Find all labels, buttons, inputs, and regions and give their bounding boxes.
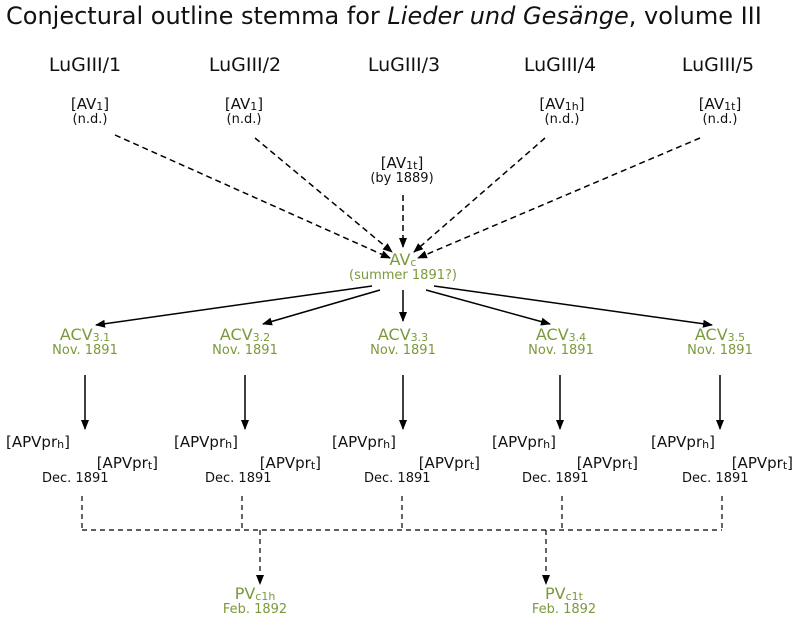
apv-collector-lines (81, 496, 723, 531)
source-acv-3-4: ACV3.4 Nov. 1891 (528, 325, 594, 359)
edge-avc-to-acv-2 (262, 289, 381, 326)
source-acv-3-3: ACV3.3 Nov. 1891 (370, 325, 436, 359)
source-apvprh-1: [APVprh] (6, 433, 70, 451)
source-av1h-song4: [AV1h] (n.d.) (539, 95, 585, 128)
source-pvc1t: PVc1t Feb. 1892 (531, 584, 597, 618)
source-acv-3-2: ACV3.2 Nov. 1891 (212, 325, 278, 359)
source-av1t-song3: [AV1t] (by 1889) (370, 154, 434, 187)
edge-avc-to-acv-5 (433, 285, 713, 328)
source-pvc1h: PVc1h Feb. 1892 (222, 584, 288, 618)
work-title: Lieder und Gesänge (387, 2, 629, 30)
source-apvprt-1: [APVprt] Dec. 1891 (42, 454, 158, 487)
source-apvprt-4: [APVprt] Dec. 1891 (522, 454, 638, 487)
song-heading-3: LuGIII/3 (367, 54, 441, 76)
source-apvprt-2: [APVprt] Dec. 1891 (205, 454, 321, 487)
source-av1t-song5: [AV1t] (n.d.) (698, 95, 742, 128)
edge-avc-to-acv-1 (95, 285, 373, 328)
song-heading-2: LuGIII/2 (208, 54, 282, 76)
song-heading-1: LuGIII/1 (48, 54, 122, 76)
edge-av1h-4-to-avc (413, 137, 546, 253)
source-apvprh-2: [APVprh] (174, 433, 238, 451)
source-apvprh-3: [APVprh] (332, 433, 396, 451)
edge-avc-to-acv-4 (425, 289, 551, 326)
song-heading-4: LuGIII/4 (523, 54, 597, 76)
source-apvprt-5: [APVprt] Dec. 1891 (682, 454, 793, 487)
source-apvprh-4: [APVprh] (492, 433, 556, 451)
source-apvprh-5: [APVprh] (651, 433, 715, 451)
diagram-title: Conjectural outline stemma for Lieder un… (6, 2, 762, 30)
edge-av1t-5-to-avc (417, 137, 701, 259)
source-av1-song1: [AV1] (n.d.) (70, 95, 110, 128)
source-acv-3-1: ACV3.1 Nov. 1891 (52, 325, 118, 359)
source-apvprt-3: [APVprt] Dec. 1891 (364, 454, 480, 487)
source-av1-song2: [AV1] (n.d.) (224, 95, 264, 128)
song-heading-5: LuGIII/5 (681, 54, 755, 76)
source-avc: AVc (summer 1891?) (349, 250, 457, 284)
edge-av1-1-to-avc (114, 134, 391, 259)
source-acv-3-5: ACV3.5 Nov. 1891 (687, 325, 753, 359)
